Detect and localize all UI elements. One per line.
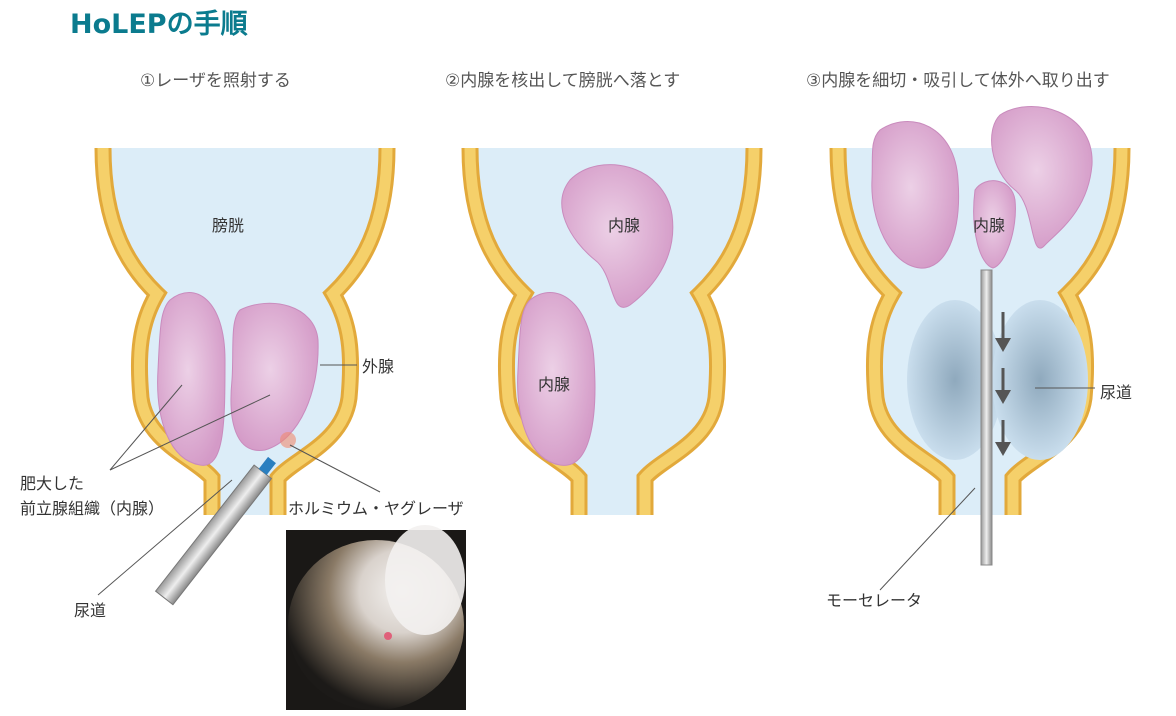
label-morcellator: モーセレータ: [826, 591, 923, 610]
label-outer-gland: 外腺: [362, 357, 395, 376]
remaining-lobe: [517, 292, 596, 466]
left-lobe: [157, 292, 226, 466]
floating-lobe-right: [991, 106, 1093, 249]
label-laser: ホルミウム・ヤグレーザ: [288, 499, 464, 518]
label-urethra-3: 尿道: [1100, 383, 1133, 402]
label-inner-gland-floating: 内腺: [608, 216, 641, 235]
enucleated-lobe: [561, 164, 674, 308]
morcellator-rod: [980, 269, 993, 566]
label-hyperplasia-2: 前立腺組織（内腺）: [20, 499, 165, 518]
suction-arrows: [995, 312, 1011, 456]
urethra-tissue-left: [907, 300, 1003, 460]
label-inner-gland: 内腺: [538, 375, 571, 394]
step-3-heading: ③内腺を細切・吸引して体外へ取り出す: [806, 71, 1110, 91]
right-lobe: [230, 302, 319, 451]
small-lobe: [973, 180, 1016, 269]
label-inner-gland-3: 内腺: [973, 216, 1006, 235]
step-1-heading: ①レーザを照射する: [140, 71, 291, 91]
label-bladder: 膀胱: [212, 216, 245, 235]
step-2-heading: ②内腺を核出して膀胱へ落とす: [445, 71, 681, 91]
page-title: HoLEPの手順: [70, 9, 248, 40]
floating-lobe-left: [871, 121, 960, 269]
laser-fiber: [154, 456, 276, 606]
laser-glow: [280, 432, 296, 448]
label-hyperplasia-1: 肥大した: [20, 474, 85, 493]
urethra-tissue-right: [992, 300, 1088, 460]
label-urethra: 尿道: [74, 601, 107, 620]
